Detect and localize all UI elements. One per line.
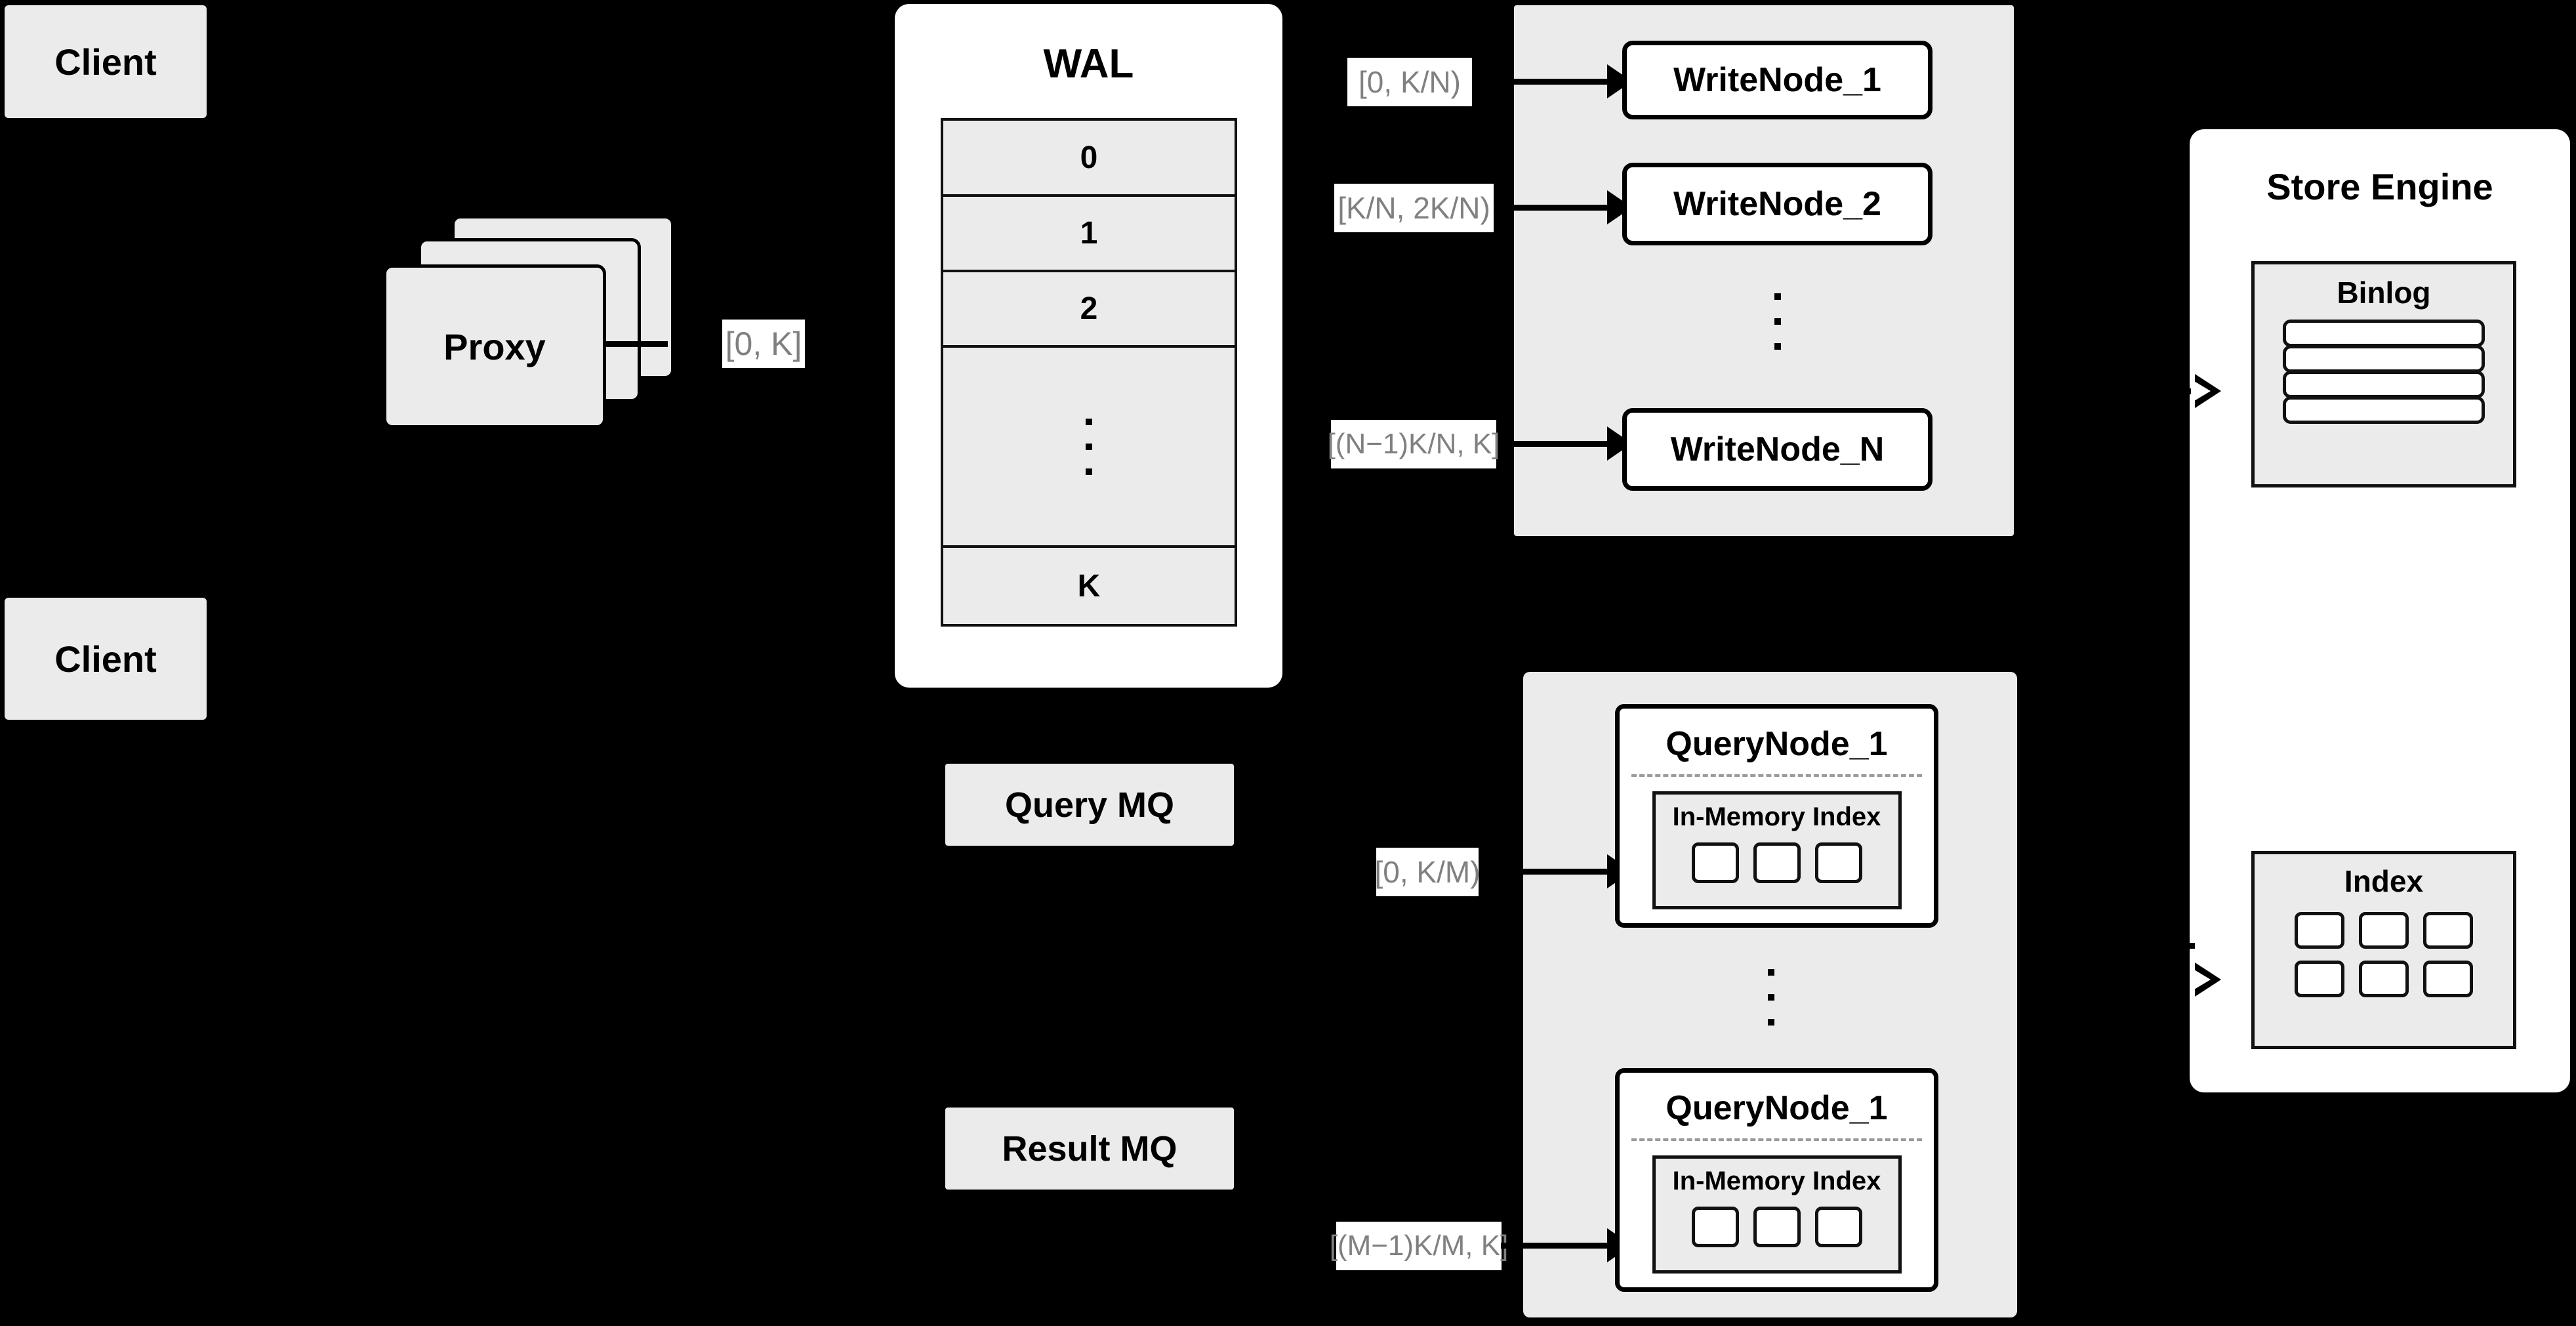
wal-cell-list: 0 1 2 K xyxy=(941,118,1237,627)
write-node-2[interactable]: WriteNode_2 xyxy=(1622,163,1932,245)
index-chip[interactable] xyxy=(2359,912,2409,949)
write-node-1[interactable]: WriteNode_1 xyxy=(1622,41,1932,119)
query-node-label: QueryNode_1 xyxy=(1666,1089,1888,1127)
index-chip[interactable] xyxy=(1691,1207,1739,1247)
store-engine-title: Store Engine xyxy=(2266,166,2493,207)
write-node-n[interactable]: WriteNode_N xyxy=(1622,408,1932,491)
binlog-arrow-line xyxy=(2165,388,2195,394)
write-node-n-arrow-line xyxy=(1501,441,1607,447)
query-node-label: QueryNode_1 xyxy=(1666,725,1888,763)
wal-title: WAL xyxy=(1043,41,1134,87)
write-node-2-range-label: [K/N, 2K/N) xyxy=(1334,184,1494,232)
write-node-label: WriteNode_1 xyxy=(1673,61,1881,99)
wal-cell-ellipsis xyxy=(943,348,1235,548)
index-chip[interactable] xyxy=(2295,912,2344,949)
dot-glyph xyxy=(1768,1019,1774,1026)
proxy-label: Proxy xyxy=(443,325,546,367)
index-chip[interactable] xyxy=(2423,961,2473,997)
binlog-row[interactable] xyxy=(2283,396,2485,424)
query-node-2-arrow-line xyxy=(1501,1243,1607,1249)
binlog-row[interactable] xyxy=(2283,371,2485,398)
dot-glyph xyxy=(1774,343,1781,350)
index-chip[interactable] xyxy=(1753,1207,1801,1247)
write-cluster-ellipsis xyxy=(1765,269,1791,374)
write-node-n-range-label: [(N−1)K/N, K] xyxy=(1328,420,1500,468)
wal-cell[interactable]: K xyxy=(943,548,1235,624)
wal-cell[interactable]: 2 xyxy=(943,272,1235,348)
proxy-to-wal-arrow xyxy=(606,341,668,347)
index-chip[interactable] xyxy=(1814,842,1862,883)
proxy-card-front[interactable]: Proxy xyxy=(383,264,606,428)
write-node-label: WriteNode_N xyxy=(1670,430,1885,468)
query-node-2-range-label: [(M−1)K/M, K] xyxy=(1330,1222,1508,1270)
binlog-title: Binlog xyxy=(2337,276,2431,310)
wal-cell[interactable]: 0 xyxy=(943,121,1235,197)
client-label: Client xyxy=(54,638,157,680)
query-node-1-arrow-line xyxy=(1501,869,1607,875)
dot-glyph xyxy=(1768,969,1774,976)
binlog-box: Binlog xyxy=(2251,261,2516,487)
result-mq-box[interactable]: Result MQ xyxy=(945,1108,1234,1190)
in-memory-index-box-1: In-Memory Index xyxy=(1652,791,1902,909)
binlog-arrow-head xyxy=(2191,374,2221,408)
query-node-separator xyxy=(1631,1138,1922,1141)
index-chip[interactable] xyxy=(1753,842,1801,883)
dot-glyph xyxy=(1774,318,1781,325)
query-node-2[interactable]: QueryNode_1 In-Memory Index xyxy=(1615,1068,1938,1292)
in-memory-index-title: In-Memory Index xyxy=(1672,802,1881,831)
binlog-row[interactable] xyxy=(2283,320,2485,347)
client-box-1[interactable]: Client xyxy=(5,5,207,118)
index-title: Index xyxy=(2344,864,2424,898)
query-node-1[interactable]: QueryNode_1 In-Memory Index xyxy=(1615,704,1938,928)
write-node-1-arrow-line xyxy=(1496,79,1607,85)
dot-glyph xyxy=(1086,468,1092,475)
index-arrow-line xyxy=(2165,943,2195,949)
index-box: Index xyxy=(2251,851,2516,1049)
index-chip[interactable] xyxy=(2423,912,2473,949)
dot-glyph xyxy=(1768,994,1774,1001)
result-mq-label: Result MQ xyxy=(1002,1129,1177,1169)
query-node-separator xyxy=(1631,774,1922,777)
client-box-2[interactable]: Client xyxy=(5,598,207,720)
write-node-2-arrow-line xyxy=(1501,205,1607,211)
query-cluster-ellipsis xyxy=(1758,945,1784,1050)
client-label: Client xyxy=(54,41,157,83)
index-chip[interactable] xyxy=(1814,1207,1862,1247)
in-memory-index-title: In-Memory Index xyxy=(1672,1167,1881,1195)
binlog-row[interactable] xyxy=(2283,345,2485,373)
dot-glyph xyxy=(1086,443,1092,450)
write-node-label: WriteNode_2 xyxy=(1673,185,1881,223)
query-node-1-range-label: [0, K/M) xyxy=(1374,848,1481,896)
query-mq-label: Query MQ xyxy=(1004,785,1175,825)
dot-glyph xyxy=(1774,293,1781,300)
index-chip[interactable] xyxy=(2295,961,2344,997)
dot-glyph xyxy=(1086,418,1092,425)
query-mq-box[interactable]: Query MQ xyxy=(945,764,1234,846)
in-memory-index-box-2: In-Memory Index xyxy=(1652,1155,1902,1274)
write-node-1-range-label: [0, K/N) xyxy=(1347,58,1472,106)
wal-cell[interactable]: 1 xyxy=(943,197,1235,272)
index-chip[interactable] xyxy=(1691,842,1739,883)
index-arrow-head xyxy=(2191,963,2221,997)
index-chip[interactable] xyxy=(2359,961,2409,997)
proxy-range-label: [0, K] xyxy=(722,320,805,368)
